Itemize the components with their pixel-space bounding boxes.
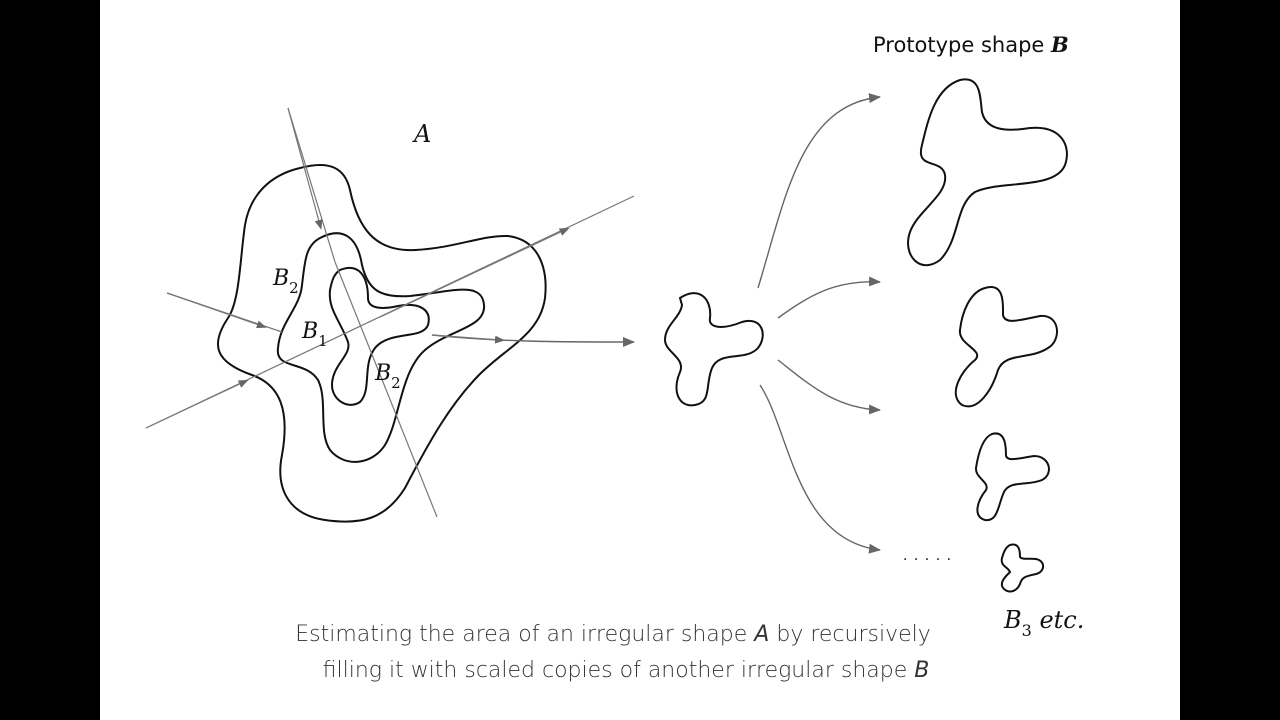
label-b3: B3 etc. — [1003, 606, 1084, 640]
caption-line-1: Estimating the area of an irregular shap… — [295, 622, 931, 647]
ray-diagonal — [334, 261, 438, 518]
label-a: A — [412, 120, 431, 148]
arrow-to-copy-3 — [777, 359, 881, 415]
slide: A B2 B1 B2 Prototype shape B · · · · · B… — [100, 0, 1180, 720]
main-arrow-mid — [431, 334, 505, 344]
diagram: A B2 B1 B2 Prototype shape B · · · · · B… — [145, 32, 1084, 683]
arrow-to-copy-1 — [757, 93, 881, 289]
ray-top-arrow — [287, 107, 323, 230]
ray-bottom-arrow-2 — [379, 227, 570, 318]
main-arrow — [431, 334, 635, 347]
arrow-to-copy-2 — [777, 276, 881, 319]
prototype-label: Prototype shape B — [873, 32, 1069, 57]
label-b2-left: B2 — [272, 266, 299, 297]
shape-a-outline — [217, 164, 547, 523]
label-b2-right: B2 — [374, 361, 401, 392]
copy-shape-2 — [955, 286, 1058, 408]
ray-left-arrow — [166, 292, 267, 329]
ellipsis: · · · · · — [903, 552, 952, 568]
prototype-small-shape — [663, 292, 764, 407]
caption-line-2: filling it with scaled copies of another… — [323, 658, 930, 683]
ray-top — [287, 107, 336, 263]
copy-shape-1 — [907, 78, 1068, 267]
copy-shape-4 — [1000, 543, 1045, 593]
copy-shape-3 — [975, 432, 1050, 522]
label-b1: B1 — [301, 319, 328, 350]
shape-b1-outline — [328, 267, 430, 406]
arrow-to-copy-4 — [759, 384, 881, 554]
shape-b2-outline — [276, 232, 486, 463]
ray-bottom-arrow-1 — [145, 379, 249, 429]
